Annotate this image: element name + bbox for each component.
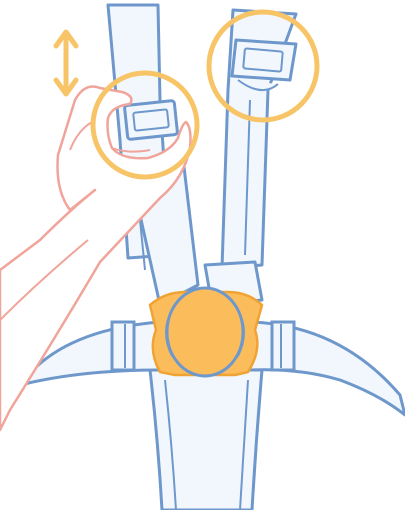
- right-slide-buckle: [232, 40, 296, 80]
- waist-strap-left-keeper: [112, 322, 134, 370]
- waist-strap-right-keeper: [272, 322, 294, 370]
- left-slide-buckle: [124, 100, 177, 139]
- right-shoulder-strap: [205, 10, 296, 305]
- buckle-center: [167, 288, 243, 376]
- crotch-strap: [150, 370, 262, 510]
- harness-buckle-icon: [150, 288, 262, 376]
- double-headed-vertical-arrow-icon: [56, 32, 76, 94]
